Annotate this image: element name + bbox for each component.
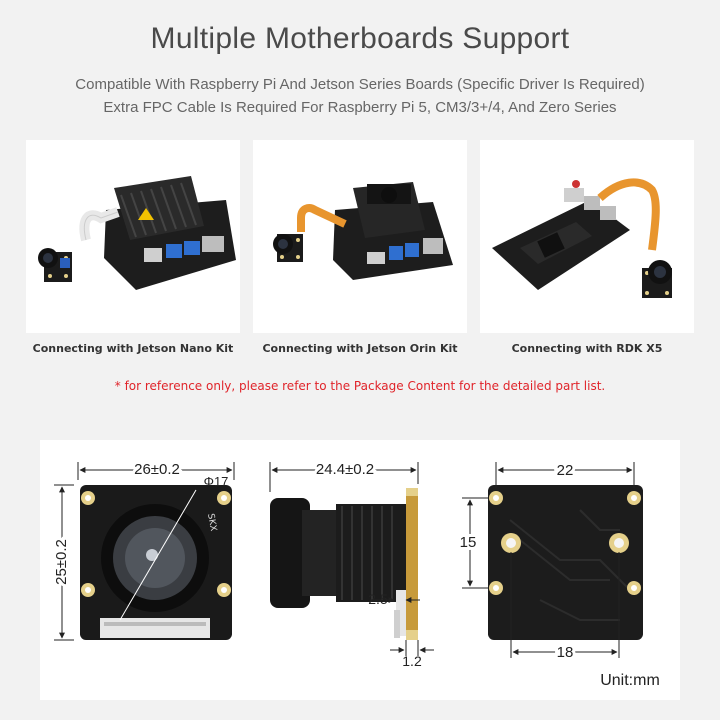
- caption-jetson-nano: Connecting with Jetson Nano Kit: [32, 342, 234, 355]
- caption-rdk-x5: Connecting with RDK X5: [511, 342, 663, 355]
- page-title: Multiple Motherboards Support: [150, 22, 570, 55]
- board-mark: SKX: [205, 513, 218, 532]
- back-view: [488, 485, 643, 640]
- side-gap-dim: 2.5: [368, 591, 388, 607]
- back-height-dim: 15: [460, 534, 477, 551]
- subtitle-fpc-cable: Extra FPC Cable Is Required For Raspberr…: [103, 99, 617, 116]
- side-view: [270, 488, 418, 640]
- front-view: SKX: [80, 485, 232, 640]
- back-width-dim: 22: [557, 462, 574, 479]
- back-hole-span-dim: 18: [557, 644, 574, 661]
- lens-diameter-dim: Φ17: [204, 474, 229, 489]
- reference-note: * for reference only, please refer to th…: [114, 379, 606, 393]
- side-length-dim: 24.4±0.2: [316, 461, 374, 478]
- side-thickness-dim: 1.2: [402, 653, 422, 669]
- rdk-x5-photo: [480, 140, 694, 333]
- front-width-dim: 26±0.2: [134, 461, 180, 478]
- jetson-nano-photo: [26, 140, 240, 333]
- front-height-dim: 25±0.2: [53, 539, 70, 585]
- subtitle-compatibility: Compatible With Raspberry Pi And Jetson …: [75, 76, 645, 93]
- caption-jetson-orin: Connecting with Jetson Orin Kit: [262, 342, 458, 355]
- jetson-orin-photo: [253, 140, 467, 333]
- unit-label: Unit:mm: [600, 672, 660, 689]
- dimension-drawing-panel: SKX 26±0.2 Φ17 25±0.2: [40, 440, 680, 700]
